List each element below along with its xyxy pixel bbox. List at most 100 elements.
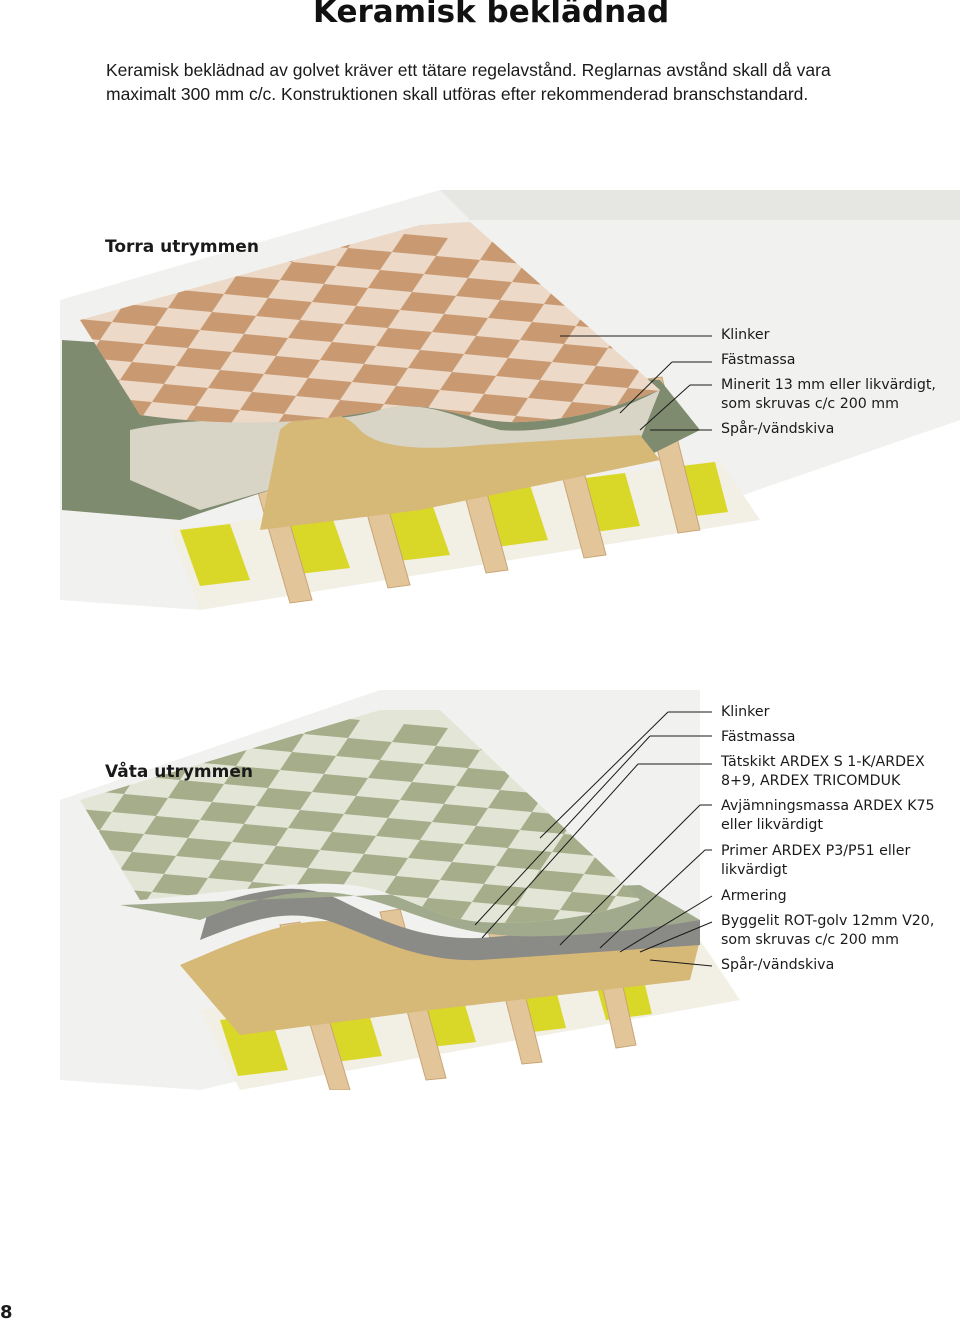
- tile: [352, 364, 408, 386]
- wet-label-primer: Primer ARDEX P3/P51 eller likvärdigt: [721, 843, 911, 878]
- dry-floor-illustration: [0, 190, 960, 610]
- tile: [232, 824, 288, 846]
- tile: [264, 356, 320, 378]
- page-title: Keramisk beklädnad: [313, 0, 670, 30]
- tile: [488, 790, 544, 812]
- tile: [320, 832, 376, 854]
- tile: [208, 860, 264, 882]
- tile: [200, 802, 256, 824]
- tile: [464, 336, 520, 358]
- tile: [424, 746, 480, 768]
- tile: [280, 262, 336, 284]
- tile: [344, 306, 400, 328]
- tile: [312, 774, 368, 796]
- tile: [264, 846, 320, 868]
- figure-dry-rooms: Torra utrymmen Klinker Fästmassa Minerit…: [0, 130, 960, 610]
- tile: [152, 874, 208, 896]
- wet-floor-illustration: [0, 690, 740, 1090]
- tile: [112, 794, 168, 816]
- tile: [144, 816, 200, 838]
- tile: [528, 870, 584, 892]
- tile: [464, 826, 520, 848]
- tile: [560, 892, 616, 914]
- tile: [112, 304, 168, 326]
- intro-paragraph: Keramisk beklädnad av golvet kräver ett …: [106, 60, 831, 104]
- tile: [0, 916, 40, 938]
- tile: [176, 838, 232, 860]
- page-number: 8: [0, 1302, 13, 1323]
- wet-label-klinker: Klinker: [721, 704, 770, 720]
- tile: [376, 328, 432, 350]
- tile: [432, 314, 488, 336]
- tile: [312, 284, 368, 306]
- tile: [488, 300, 544, 322]
- tile: [216, 710, 272, 730]
- tile: [336, 248, 392, 270]
- tile: [440, 372, 496, 394]
- tile: [336, 738, 392, 760]
- tile: [424, 256, 480, 278]
- tile: [392, 234, 448, 256]
- tile: [520, 322, 576, 344]
- dry-label-fastmassa: Fästmassa: [721, 352, 796, 368]
- tile: [200, 312, 256, 334]
- tile: [176, 348, 232, 370]
- wet-label-avjamningsmassa: Avjämningsmassa ARDEX K75 eller likvärdi…: [721, 798, 935, 833]
- wet-leader-lines: [474, 711, 713, 967]
- tile: [368, 270, 424, 292]
- tile: [128, 222, 184, 232]
- tile: [496, 358, 552, 380]
- tile: [408, 350, 464, 372]
- tile: [472, 884, 528, 906]
- tile: [168, 290, 224, 312]
- wet-label-byggelit: Byggelit ROT-golv 12mm V20, som skruvas …: [721, 913, 935, 948]
- tile: [120, 362, 176, 384]
- tile: [280, 752, 336, 774]
- tile: [120, 852, 176, 874]
- tile: [296, 378, 352, 400]
- tile: [288, 320, 344, 342]
- tile: [376, 818, 432, 840]
- dry-spar-vandskiva: [260, 413, 660, 530]
- tile: [8, 880, 64, 902]
- tile: [144, 326, 200, 348]
- tile: [224, 276, 280, 298]
- tile: [152, 384, 208, 406]
- dry-label-klinker: Klinker: [721, 327, 770, 343]
- dry-leader-lines: [560, 335, 712, 431]
- tile: [168, 780, 224, 802]
- tile: [256, 298, 312, 320]
- tile: [384, 876, 440, 898]
- dry-label-minerit: Minerit 13 mm eller likvärdigt, som skru…: [721, 377, 936, 412]
- wet-rooms-title: Våta utrymmen: [105, 762, 253, 782]
- tile: [208, 370, 264, 392]
- tile: [8, 390, 64, 412]
- tile: [128, 710, 184, 722]
- tile: [408, 840, 464, 862]
- wet-label-fastmassa: Fästmassa: [721, 729, 796, 745]
- tile: [440, 862, 496, 884]
- tile: [400, 782, 456, 804]
- tile: [400, 292, 456, 314]
- tile: [456, 768, 512, 790]
- tile: [288, 810, 344, 832]
- tile: [552, 344, 608, 366]
- tile: [352, 854, 408, 876]
- wet-tatskikt: [200, 888, 700, 961]
- tile: [384, 386, 440, 408]
- tile: [0, 426, 40, 448]
- tile: [240, 392, 296, 414]
- tile: [344, 796, 400, 818]
- tile: [584, 366, 640, 388]
- figure-wet-rooms: Våta utrymmen Klinker Fästmassa Tätskikt…: [0, 690, 960, 1090]
- tile: [456, 278, 512, 300]
- dry-rooms-title: Torra utrymmen: [105, 237, 259, 257]
- tile: [104, 736, 160, 758]
- tile: [320, 342, 376, 364]
- tile: [496, 848, 552, 870]
- tile: [160, 722, 216, 744]
- tile: [472, 394, 528, 416]
- dry-label-spar-vandskiva: Spår-/vändskiva: [721, 421, 835, 437]
- tile: [232, 334, 288, 356]
- wet-label-spar-vandskiva: Spår-/vändskiva: [721, 957, 835, 973]
